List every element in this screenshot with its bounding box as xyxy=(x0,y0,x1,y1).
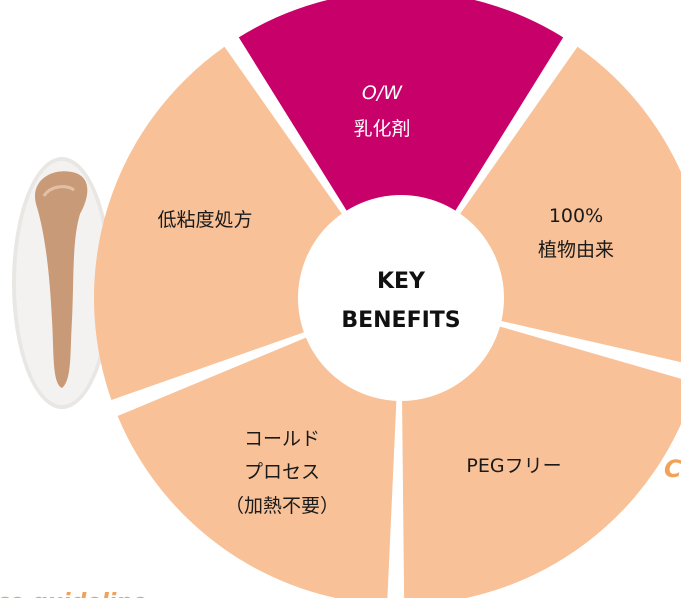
hub-label-line1: KEY xyxy=(377,269,426,294)
segment-cold-label-line1: コールド xyxy=(244,428,320,450)
product-swatch-image xyxy=(12,157,112,409)
segment-cold-label-line3: （加熱不要） xyxy=(225,495,339,517)
segment-ow-label-line2: 乳化剤 xyxy=(353,118,410,140)
segment-cold-process xyxy=(117,335,397,598)
segment-plant-origin xyxy=(457,46,681,363)
segment-peg-label: PEGフリー xyxy=(466,455,561,477)
segment-lowvisc-label: 低粘度処方 xyxy=(157,209,252,231)
hub-label-line2: BENEFITS xyxy=(341,308,460,333)
partial-right-edge-text: C xyxy=(664,455,681,483)
segment-plant-label-line2: 植物由来 xyxy=(538,239,614,261)
segment-low-viscosity xyxy=(93,46,345,401)
segment-peg-free xyxy=(402,325,681,598)
segment-ow-label-line1: O/W xyxy=(362,82,403,104)
center-hub xyxy=(298,195,504,401)
segment-cold-label-line2: プロセス xyxy=(244,461,320,483)
partial-guideline-text: ce guideline xyxy=(0,590,147,598)
segment-plant-label-line1: 100% xyxy=(549,205,603,227)
segment-ow-emulsifier xyxy=(238,0,564,215)
